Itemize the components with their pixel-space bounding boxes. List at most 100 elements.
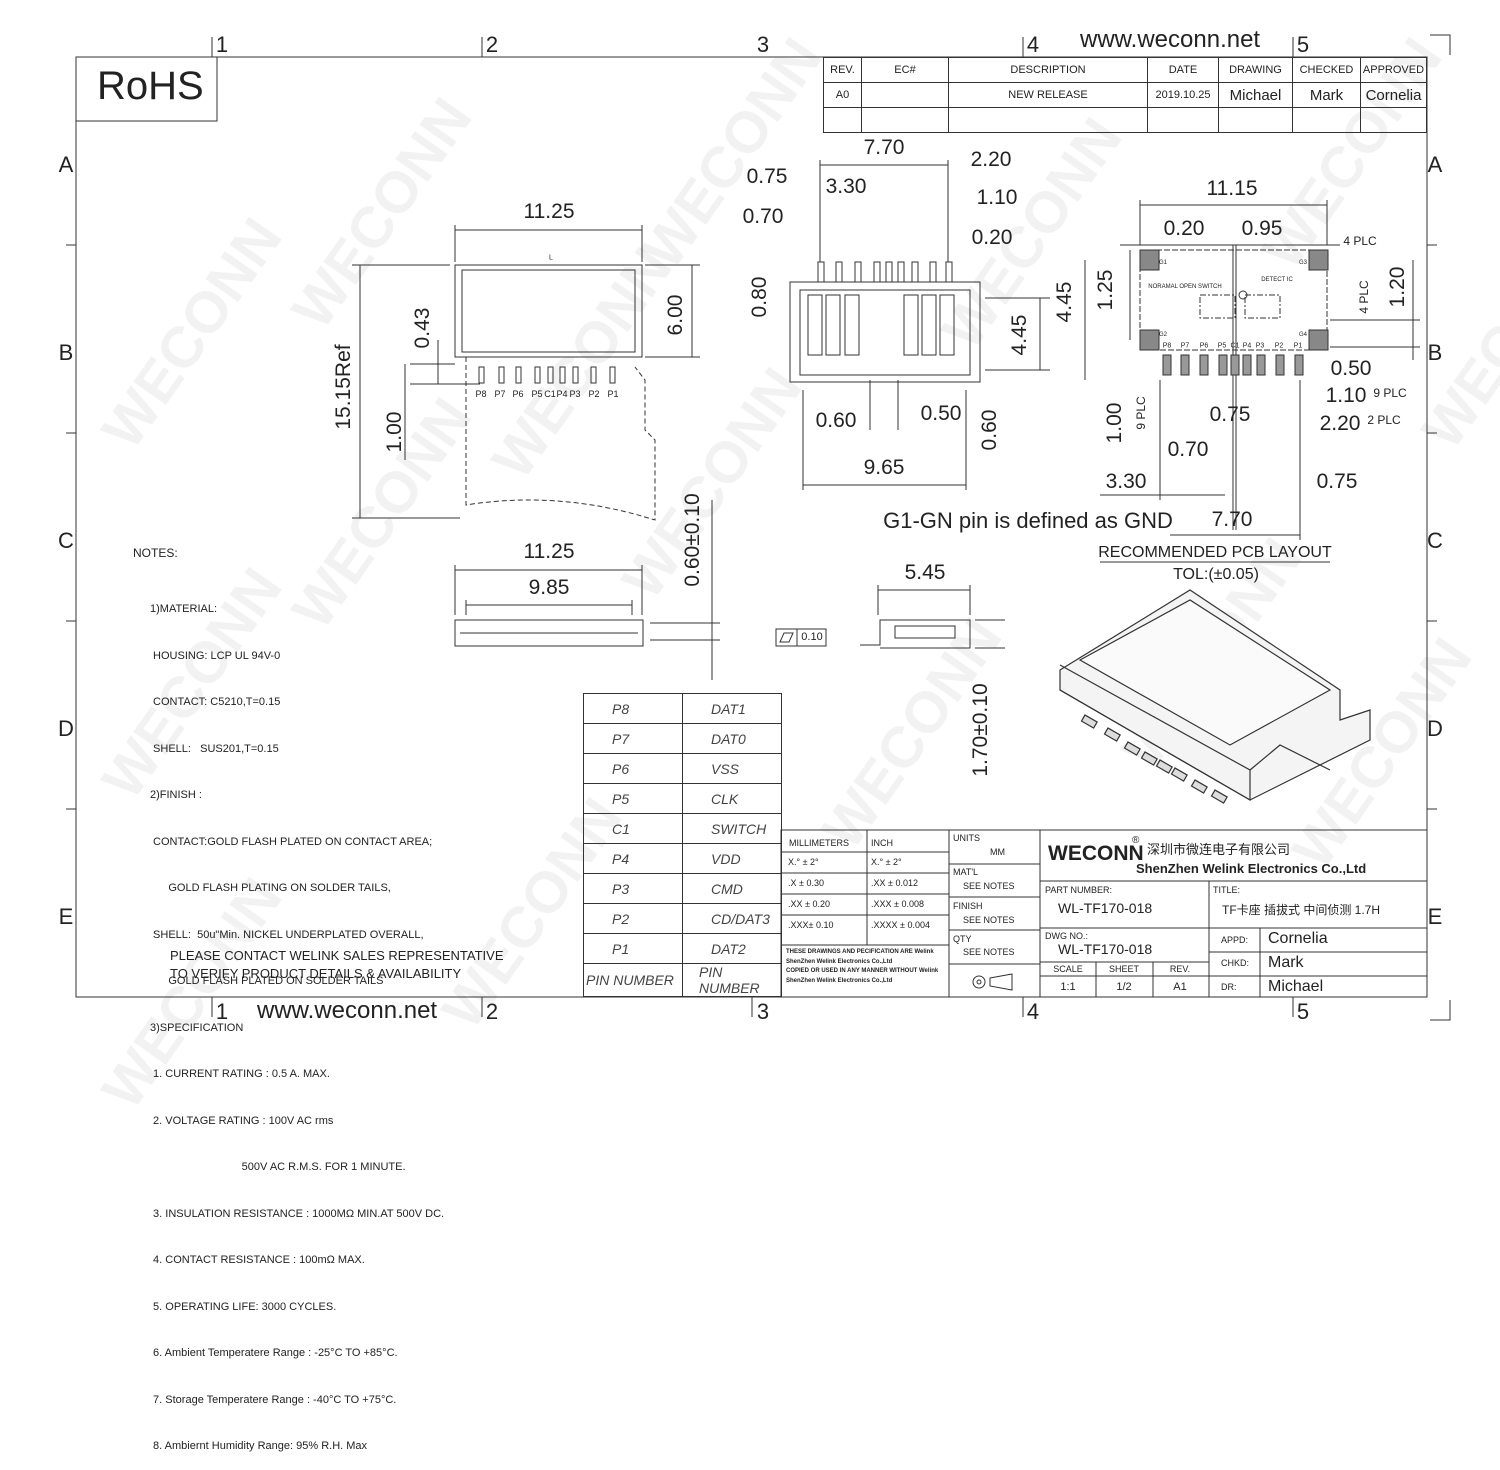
dim-note: 4 PLC (1357, 280, 1371, 314)
zone-row-a: A (1427, 152, 1443, 177)
dim-label: 0.70 (742, 205, 784, 228)
bottom-view-outline (789, 160, 1050, 490)
pin-number: P7 (583, 723, 683, 754)
tol-value: .XX ± 0.012 (871, 878, 918, 888)
zone-col-4: 4 (1026, 32, 1040, 57)
pin-label: P3 (569, 389, 581, 399)
gnd-note: G1-GN pin is defined as GND (883, 508, 1173, 533)
material-label: MAT'L (953, 867, 979, 877)
dim-label: 1.10 (976, 186, 1018, 209)
dim-label: 0.60 (978, 409, 1001, 451)
pin-label: P3 (1255, 342, 1265, 350)
zone-row-c: C (1427, 528, 1443, 553)
note-line: CONTACT:GOLD FLASH PLATED ON CONTACT ARE… (150, 835, 433, 848)
dim-label: 0.75 (1316, 470, 1358, 493)
dwg-no-label: DWG NO.: (1045, 931, 1088, 941)
tol-value: .XX ± 0.20 (788, 899, 830, 909)
drawing-lines (66, 34, 1451, 1021)
approved-value: Cornelia (1360, 82, 1427, 108)
pin-label: P6 (512, 389, 524, 399)
pin-number: P2 (583, 903, 683, 934)
dim-label: 0.75 (1209, 403, 1251, 426)
dim-label: 1.00 (1103, 402, 1126, 444)
pin-function: SWITCH (682, 813, 782, 844)
zone-col-2: 2 (485, 32, 499, 57)
note-line: 4. CONTACT RESISTANCE : 100mΩ MAX. (150, 1254, 365, 1266)
title-block-lines (780, 829, 1428, 998)
contact-note-line2: TO VERIFY PRODUCT DETAILS & AVAILABILITY (170, 966, 462, 981)
pin-label: P4 (1242, 342, 1252, 350)
side-view-outline (775, 585, 1005, 649)
dim-label: 5.45 (904, 561, 946, 584)
projection-symbol (972, 975, 986, 989)
note-line: 6. Ambient Temperatere Range : -25°C TO … (150, 1347, 398, 1359)
sheet-value: 1/2 (1116, 981, 1132, 993)
dim-note: 9 PLC (1373, 386, 1407, 400)
appd-value: Cornelia (1268, 930, 1328, 947)
dim-label: 2.20 (1319, 412, 1361, 435)
zone-col-3: 3 (756, 999, 770, 1024)
note-line: CONTACT: C5210,T=0.15 (150, 696, 281, 708)
dim-label: 4.45 (1053, 281, 1076, 323)
contact-note-line1: PLEASE CONTACT WELINK SALES REPRESENTATI… (170, 948, 504, 963)
zone-col-2: 2 (485, 999, 499, 1024)
note-line: 1)MATERIAL: (150, 603, 218, 615)
website-link[interactable]: www.weconn.net (1080, 26, 1261, 53)
isometric-pins (1080, 714, 1228, 804)
disclaimer-line: COPIED OR USED IN ANY MANNER WITHOUT Wel… (786, 968, 939, 974)
zone-col-4: 4 (1026, 999, 1040, 1024)
pad-label: G1 (1158, 260, 1168, 266)
pin-function: DAT0 (682, 723, 782, 754)
pin-function: DAT1 (682, 693, 782, 724)
zone-row-b: B (58, 340, 74, 365)
tol-value: .XXX ± 0.008 (871, 899, 924, 909)
zone-ticks (66, 34, 1451, 1021)
zone-row-d: D (58, 716, 74, 741)
rev-value: A0 (823, 82, 862, 108)
tol-header-inch: INCH (871, 838, 893, 848)
dim-label: 1.00 (383, 411, 406, 453)
zone-col-1: 1 (215, 32, 229, 57)
date-header: DATE (1147, 57, 1219, 83)
dim-label: 0.80 (748, 276, 771, 318)
dim-label: 0.70 (1167, 438, 1209, 461)
date-value: 2019.10.25 (1147, 82, 1219, 108)
part-number-label: PART NUMBER: (1045, 885, 1113, 895)
dim-label: 6.00 (664, 294, 687, 336)
tol-value: X.° ± 2° (788, 857, 819, 867)
zone-row-c: C (58, 528, 74, 553)
zone-col-3: 3 (756, 32, 770, 57)
website-link[interactable]: www.weconn.net (257, 997, 438, 1024)
dr-value: Michael (1268, 978, 1324, 995)
rev-value: A1 (1173, 981, 1187, 993)
revision-header-row: REV. EC# DESCRIPTION DATE DRAWING CHECKE… (823, 57, 1427, 83)
pin-number: P1 (583, 933, 683, 964)
tol-value: .XXXX ± 0.004 (871, 920, 930, 930)
ec-value (861, 82, 949, 108)
dim-note: 9 PLC (1134, 396, 1148, 430)
pin-label: C1 (1230, 342, 1240, 350)
pin-function: CLK (682, 783, 782, 814)
pin-label: P8 (475, 389, 487, 399)
drawing-title: TF卡座 插拔式 中间侦测 1.7H (1222, 903, 1381, 917)
detect-ic-label: DETECT IC (1261, 277, 1293, 283)
note-line: 5. OPERATING LIFE: 3000 CYCLES. (150, 1300, 337, 1313)
zone-row-d: D (1427, 716, 1443, 741)
pin-number: P6 (583, 753, 683, 784)
pin-label: P2 (1274, 342, 1284, 350)
note-line: SHELL: 50u"Min. NICKEL UNDERPLATED OVERA… (150, 928, 424, 941)
pin-label: P4 (556, 389, 568, 399)
units-label: UNITS (953, 833, 980, 843)
zone-row-e: E (1427, 904, 1443, 929)
dim-label: 11.25 (523, 200, 575, 223)
zone-col-5: 5 (1296, 32, 1310, 57)
pad-label: G3 (1298, 260, 1308, 266)
finish-value: SEE NOTES (963, 915, 1015, 925)
tol-value: X.° ± 2° (871, 857, 902, 867)
dim-label: 0.60±0.10 (681, 493, 704, 587)
description-header: DESCRIPTION (948, 57, 1148, 83)
